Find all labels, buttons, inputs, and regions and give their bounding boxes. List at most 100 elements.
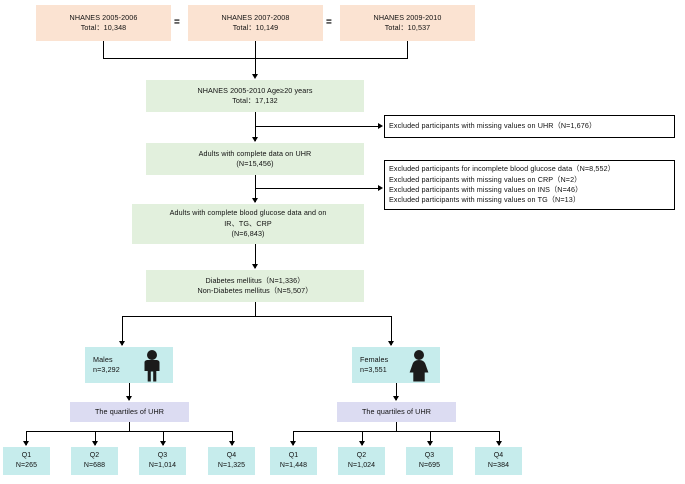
connector-line <box>499 431 500 445</box>
connector-line <box>396 422 397 431</box>
quartile-box-males-q2: Q2 N=688 <box>71 447 118 475</box>
stage-line-1: Adults with complete data on UHR <box>198 148 312 158</box>
stage-line-2: Non-Diabetes mellitus（N=5,507） <box>197 286 313 295</box>
arrow-down-icon <box>160 441 166 446</box>
connector-line <box>293 431 294 445</box>
exclusion-box-glucose: Excluded participants for incomplete blo… <box>384 160 675 210</box>
arrow-down-icon <box>427 441 433 446</box>
group-label: Males <box>93 354 113 364</box>
connector-line <box>129 422 130 431</box>
quartile-count: N=695 <box>418 462 441 469</box>
stage-line-3: (N=6,843) <box>231 229 265 239</box>
cohort-title: NHANES 2007-2008 <box>221 12 290 22</box>
female-figure-icon <box>409 350 429 382</box>
arrow-right-icon <box>378 123 383 129</box>
arrow-down-icon <box>92 441 98 446</box>
quartile-header-females: The quartiles of UHR <box>337 402 456 422</box>
arrow-down-icon <box>252 264 258 269</box>
connector-line <box>255 41 256 58</box>
group-count: n=3,292 <box>93 365 120 374</box>
connector-line <box>362 431 363 445</box>
exclusion-line: Excluded participants with missing value… <box>389 195 581 205</box>
connector-line <box>255 302 256 316</box>
quartile-label: Q3 <box>157 451 168 459</box>
cohort-box-2009-2010: NHANES 2009-2010 Total：10,537 <box>340 5 475 41</box>
stage-box-complete-uhr: Adults with complete data on UHR (N=15,4… <box>146 143 364 175</box>
cohort-total: Total：10,537 <box>384 23 431 32</box>
connector-line <box>26 431 232 432</box>
arrow-right-icon <box>378 185 383 191</box>
arrow-down-icon <box>359 441 365 446</box>
connector-line <box>396 383 397 400</box>
stage-box-diabetes: Diabetes mellitus（N=1,336） Non-Diabetes … <box>146 270 364 302</box>
equals-sign-2: = <box>326 17 332 28</box>
arrow-down-icon <box>23 441 29 446</box>
connector-line <box>407 41 408 58</box>
arrow-down-icon <box>388 341 394 346</box>
quartile-box-males-q3: Q3 N=1,014 <box>139 447 186 475</box>
group-label: Females <box>360 354 389 364</box>
quartile-label: Q2 <box>356 451 367 459</box>
arrow-down-icon <box>252 74 258 79</box>
cohort-title: NHANES 2009-2010 <box>373 12 442 22</box>
quartile-count: N=1,448 <box>279 462 308 469</box>
arrow-down-icon <box>290 441 296 446</box>
connector-line <box>255 58 256 74</box>
quartile-header-label: The quartiles of UHR <box>94 406 165 416</box>
quartile-label: Q2 <box>89 451 100 459</box>
quartile-label: Q4 <box>493 451 504 459</box>
quartile-label: Q1 <box>288 451 299 459</box>
quartile-count: N=1,024 <box>347 462 376 469</box>
stage-line-2: Total：17,132 <box>232 96 278 105</box>
connector-line <box>95 431 96 445</box>
male-figure-icon <box>144 350 160 382</box>
quartile-label: Q4 <box>226 451 237 459</box>
quartile-count: N=688 <box>83 462 106 469</box>
cohort-total: Total：10,348 <box>80 23 127 32</box>
connector-line <box>122 316 123 345</box>
quartile-box-males-q1: Q1 N=265 <box>3 447 50 475</box>
quartile-count: N=1,325 <box>217 462 246 469</box>
stage-box-age20: NHANES 2005-2010 Age≥20 years Total：17,1… <box>146 80 364 112</box>
connector-line <box>232 431 233 445</box>
connector-line <box>122 316 391 317</box>
arrow-down-icon <box>229 441 235 446</box>
quartile-box-females-q4: Q4 N=384 <box>475 447 522 475</box>
arrow-down-icon <box>119 341 125 346</box>
stage-line-1: NHANES 2005-2010 Age≥20 years <box>197 85 313 95</box>
quartile-count: N=265 <box>15 462 38 469</box>
exclusion-line: Excluded participants with missing value… <box>389 174 582 184</box>
group-count: n=3,551 <box>360 365 387 374</box>
quartile-label: Q1 <box>21 451 32 459</box>
stage-line-2: (N=15,456) <box>236 159 274 168</box>
equals-sign-1: = <box>174 17 180 28</box>
connector-line <box>129 383 130 400</box>
arrow-down-icon <box>126 396 132 401</box>
cohort-box-2007-2008: NHANES 2007-2008 Total：10,149 <box>188 5 323 41</box>
arrow-down-icon <box>252 198 258 203</box>
connector-line <box>255 244 256 268</box>
connector-line <box>26 431 27 445</box>
connector-line <box>430 431 431 445</box>
connector-line <box>255 126 378 127</box>
cohort-total: Total：10,149 <box>232 23 279 32</box>
quartile-header-males: The quartiles of UHR <box>70 402 189 422</box>
stage-line-1: Diabetes mellitus（N=1,336） <box>205 275 305 285</box>
stage-box-complete-glucose: Adults with complete blood glucose data … <box>132 204 364 244</box>
quartile-label: Q3 <box>424 451 435 459</box>
cohort-title: NHANES 2005-2006 <box>69 12 138 22</box>
connector-line <box>391 316 392 345</box>
exclusion-line: Excluded participants for incomplete blo… <box>389 164 615 174</box>
exclusion-box-uhr: Excluded participants with missing value… <box>384 115 675 138</box>
connector-line <box>293 431 499 432</box>
stage-line-2: IR、TG、CRP <box>224 218 272 228</box>
arrow-down-icon <box>393 396 399 401</box>
quartile-box-males-q4: Q4 N=1,325 <box>208 447 255 475</box>
quartile-count: N=1,014 <box>148 462 177 469</box>
quartile-count: N=384 <box>487 462 510 469</box>
exclusion-line: Excluded participants with missing value… <box>389 185 583 194</box>
stage-line-1: Adults with complete blood glucose data … <box>169 208 327 218</box>
arrow-down-icon <box>496 441 502 446</box>
connector-line <box>103 41 104 58</box>
